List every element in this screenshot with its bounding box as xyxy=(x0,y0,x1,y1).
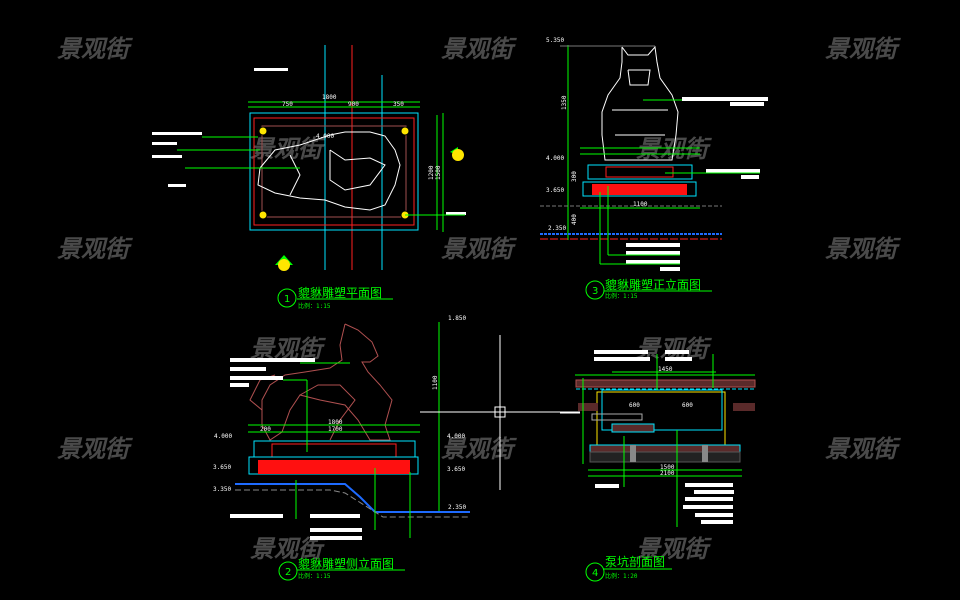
dim-right: 350 xyxy=(393,101,404,108)
view-number: 4 xyxy=(592,568,598,579)
level-r3: 2.350 xyxy=(448,504,466,511)
section-marker xyxy=(275,147,464,271)
level-l2: 3.650 xyxy=(213,464,231,471)
watermark: 景观街 xyxy=(636,535,712,563)
front-elevation-view[interactable]: 5.350 1350 4.000 3.650 2.350 1100 300 40… xyxy=(540,37,768,271)
view-scale: 比例：1:15 xyxy=(605,292,638,300)
dim-h1: 300 xyxy=(571,171,578,182)
gravel-layer xyxy=(589,451,741,463)
dim-w2: 600 xyxy=(682,402,693,409)
view-title: 貔貅雕塑侧立面图 xyxy=(298,556,394,571)
level-top: 5.350 xyxy=(546,37,564,44)
base-outline xyxy=(261,125,407,218)
view-number: 1 xyxy=(284,294,290,305)
dim-left: 750 xyxy=(282,101,293,108)
pit-inner-outline xyxy=(601,389,723,431)
watermark: 景观街 xyxy=(57,235,133,263)
view-title: 泵坑剖面图 xyxy=(605,554,665,569)
view-number: 2 xyxy=(285,567,291,578)
ground-line xyxy=(235,489,470,518)
leader-labels xyxy=(599,97,768,271)
level-2: 3.650 xyxy=(546,187,564,194)
plinth-lower xyxy=(582,181,697,197)
watermarks: 景观街 景观街 景观街 景观街 景观街 景观街 景观街 景观街 景观街 景观街 … xyxy=(57,35,901,563)
level-l1: 4.000 xyxy=(214,433,232,440)
leader-labels xyxy=(230,358,411,540)
dim-w2: 1700 xyxy=(328,426,343,433)
watermark: 景观街 xyxy=(441,235,517,263)
dim-step: 200 xyxy=(260,426,271,433)
view-title: 貔貅雕塑平面图 xyxy=(298,285,382,300)
dim-h2: 400 xyxy=(571,214,578,225)
sculpture-side-outline xyxy=(261,323,393,441)
leader-labels xyxy=(152,68,466,216)
plinth-upper xyxy=(253,440,416,458)
dim-height1: 1200 xyxy=(428,165,435,180)
plinth-upper xyxy=(587,164,693,180)
leader-labels xyxy=(594,350,734,527)
sculpture-tail-outline xyxy=(289,154,301,196)
fountain-nozzles xyxy=(258,126,410,220)
level-3: 2.350 xyxy=(548,225,566,232)
paving-layer xyxy=(575,379,756,388)
level-mark: 4.000 xyxy=(316,133,334,140)
view-scale: 比例：1:20 xyxy=(605,572,638,580)
watermark: 景观街 xyxy=(57,35,133,63)
fret-pattern-band xyxy=(258,460,410,474)
level-1: 4.000 xyxy=(546,155,564,162)
dim-bottom2: 2100 xyxy=(660,470,675,477)
pipe xyxy=(591,413,643,421)
pump-base xyxy=(611,423,655,433)
pump-pit-section-view[interactable]: 1450 600 600 1500 2100 xyxy=(560,350,756,527)
watermark: 景观街 xyxy=(57,435,133,463)
dim-height2: 1500 xyxy=(435,165,442,180)
plinth-outline xyxy=(253,117,415,226)
side-elevation-view[interactable]: 1.850 1100 4.000 3.650 3.350 4.000 3.650… xyxy=(213,315,470,540)
watermark: 景观街 xyxy=(825,35,901,63)
basin-outline xyxy=(249,112,419,231)
watermark: 景观街 xyxy=(441,35,517,63)
base-slab xyxy=(589,444,741,453)
dim-height: 1100 xyxy=(432,375,439,390)
front-title-block: 3 貔貅雕塑正立面图 比例：1:15 xyxy=(585,277,712,300)
dim-width: 1100 xyxy=(633,201,648,208)
dim-total: 1800 xyxy=(322,94,337,101)
dim-height: 1350 xyxy=(561,95,568,110)
view-scale: 比例：1:15 xyxy=(298,572,331,580)
water-surface xyxy=(235,483,470,513)
dim-w1: 1800 xyxy=(328,419,343,426)
sculpture-plan-outline xyxy=(257,131,401,211)
watermark: 景观街 xyxy=(250,135,326,163)
fret-pattern-band xyxy=(592,184,687,195)
dim-mid: 900 xyxy=(348,101,359,108)
crosshair-cursor xyxy=(420,335,580,490)
sculpture-head-outline xyxy=(329,149,386,191)
dim-bottom1: 1500 xyxy=(660,464,675,471)
dim-w1: 600 xyxy=(629,402,640,409)
watermark: 景观街 xyxy=(441,435,517,463)
plan-view[interactable]: 1800 750 900 350 1200 1500 4.000 xyxy=(152,45,466,271)
level-r1: 4.000 xyxy=(447,433,465,440)
sculpture-face xyxy=(627,69,651,86)
level-r2: 3.650 xyxy=(447,466,465,473)
view-title: 貔貅雕塑正立面图 xyxy=(605,277,701,292)
pit-wall-outline xyxy=(596,391,726,446)
watermark: 景观街 xyxy=(825,435,901,463)
view-number: 3 xyxy=(592,286,598,297)
plan-title-block: 1 貔貅雕塑平面图 比例：1:15 xyxy=(277,285,393,310)
watermark: 景观街 xyxy=(825,235,901,263)
level-top: 1.850 xyxy=(448,315,466,322)
view-scale: 比例：1:15 xyxy=(298,302,331,310)
sculpture-front-outline xyxy=(601,45,679,161)
side-title-block: 2 貔貅雕塑侧立面图 比例：1:15 xyxy=(278,556,405,581)
pump-pit-title-block: 4 泵坑剖面图 比例：1:20 xyxy=(585,554,672,582)
level-l3: 3.350 xyxy=(213,486,231,493)
plinth-panel xyxy=(605,166,674,178)
dim-top: 1450 xyxy=(658,366,673,373)
sculpture-leg xyxy=(299,384,356,441)
plinth-panel xyxy=(271,443,397,458)
